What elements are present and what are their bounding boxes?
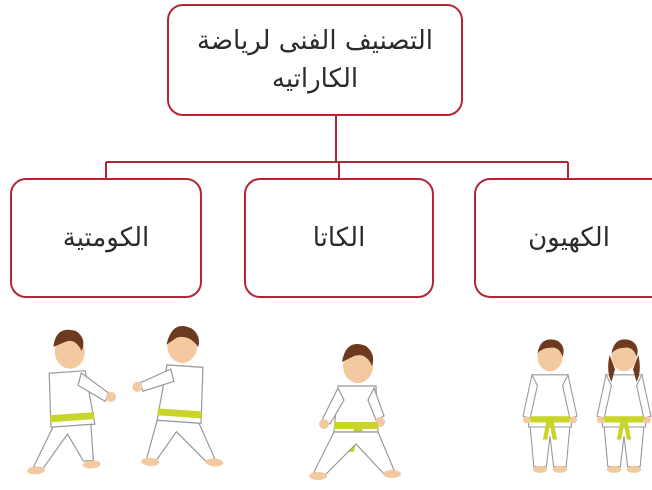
node-kumite: الكومتية [10, 178, 202, 298]
root-title-line1: التصنيف الفنى لرياضة [197, 26, 433, 56]
node-kumite-label: الكومتية [62, 223, 150, 253]
node-kata-label: الكاتا [312, 223, 366, 253]
root-node: التصنيف الفنى لرياضة الكاراتيه [167, 4, 463, 116]
root-title-line2: الكاراتيه [271, 64, 359, 94]
kihon-students-illustration [522, 338, 652, 474]
node-kata: الكاتا [244, 178, 434, 298]
node-kihon: الكهيون [474, 178, 652, 298]
node-kihon-label: الكهيون [528, 223, 610, 253]
kumite-fighters-illustration [26, 325, 224, 475]
kata-practitioner-illustration [309, 344, 401, 480]
